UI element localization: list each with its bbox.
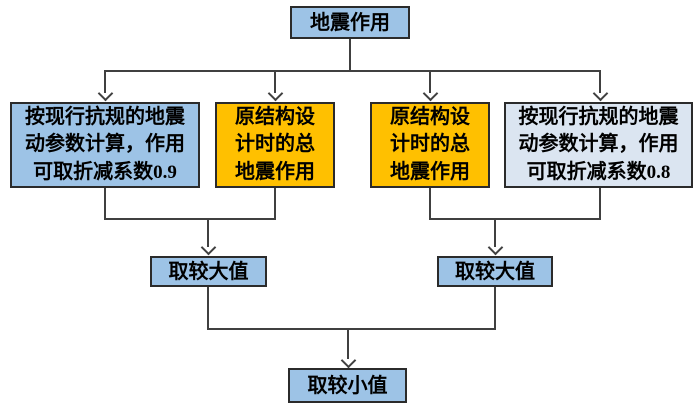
node-line: 地震作用 — [235, 160, 315, 183]
connector-drop-3 — [429, 70, 431, 93]
node-line: 可取折减系数0.8 — [526, 160, 671, 183]
arrowhead-icon — [592, 85, 609, 102]
reduction-factor-value: 0.8 — [646, 161, 671, 183]
node-calc-reduction-09: 按现行抗规的地震 动参数计算，作用 可取折减系数0.9 — [10, 102, 200, 188]
connector-merge-left-rail — [104, 218, 276, 220]
node-line: 地震作用 — [390, 160, 470, 183]
arrowhead-icon — [422, 85, 439, 102]
node-line: 动参数计算，作用 — [518, 133, 679, 156]
connector-merge-left-b — [274, 188, 276, 220]
node-line: 按现行抗规的地震 — [25, 105, 185, 128]
node-line: 原结构设 — [390, 105, 470, 128]
node-take-smaller-label: 取较小值 — [307, 374, 388, 397]
node-line: 动参数计算，作用 — [25, 133, 185, 156]
node-take-smaller: 取较小值 — [288, 368, 407, 403]
connector-final-rail — [207, 328, 496, 330]
reduction-factor-value: 0.9 — [153, 161, 177, 183]
connector-merge-right-rail — [429, 218, 601, 220]
node-take-larger-right: 取较大值 — [437, 256, 553, 287]
node-seismic-action-label: 地震作用 — [310, 11, 390, 34]
connector-merge-right-b — [599, 188, 601, 220]
node-line: 计时的总 — [235, 133, 315, 156]
node-calc-reduction-08: 按现行抗规的地震 动参数计算，作用 可取折减系数0.8 — [504, 102, 693, 188]
arrowhead-icon — [97, 85, 114, 102]
connector-drop-1 — [104, 70, 106, 93]
connector-drop-2 — [274, 70, 276, 93]
connector-merge-right-a — [429, 188, 431, 220]
node-line: 按现行抗规的地震 — [518, 105, 679, 128]
arrowhead-icon — [267, 85, 284, 102]
arrowhead-icon — [340, 352, 357, 369]
node-seismic-action: 地震作用 — [290, 6, 410, 39]
connector-drop-4 — [599, 70, 601, 93]
node-take-larger-left: 取较大值 — [150, 256, 267, 287]
node-original-design-right: 原结构设 计时的总 地震作用 — [370, 102, 490, 188]
node-line: 原结构设 — [235, 105, 315, 128]
connector-merge-left-drop — [207, 218, 209, 247]
node-take-larger-label: 取较大值 — [455, 260, 535, 283]
connector-merge-right-drop — [494, 218, 496, 247]
arrowhead-icon — [487, 239, 504, 256]
connector-final-b — [494, 287, 496, 330]
arrowhead-icon — [200, 239, 217, 256]
node-line: 可取折减系数0.9 — [33, 160, 177, 183]
connector-top-stem — [349, 39, 351, 70]
node-original-design-left: 原结构设 计时的总 地震作用 — [215, 102, 335, 188]
node-line: 计时的总 — [390, 133, 470, 156]
connector-final-drop — [347, 328, 349, 359]
node-take-larger-label: 取较大值 — [168, 260, 249, 283]
connector-final-a — [207, 287, 209, 330]
connector-merge-left-a — [104, 188, 106, 220]
connector-top-rail — [105, 70, 601, 72]
